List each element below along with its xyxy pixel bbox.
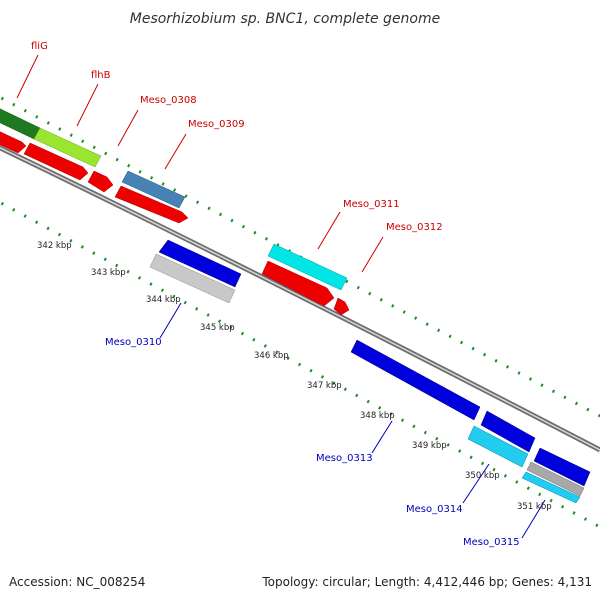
- kbp-label: 350 kbp: [465, 471, 500, 481]
- kbp-label: 347 kbp: [307, 381, 342, 391]
- kbp-scale-labels: 342 kbp 343 kbp 344 kbp 345 kbp 346 kbp …: [37, 241, 552, 512]
- gene-Meso_0310[interactable]: [149, 253, 236, 304]
- label-Meso_0309[interactable]: Meso_0309: [188, 119, 245, 130]
- gene-blue-1[interactable]: [158, 239, 242, 288]
- label-Meso_0308[interactable]: Meso_0308: [140, 95, 197, 106]
- map-title: Mesorhizobium sp. BNC1, complete genome: [130, 11, 441, 27]
- topology-text: Topology: circular; Length: 4,412,446 bp…: [261, 575, 592, 589]
- gene-red-1[interactable]: [0, 127, 27, 154]
- label-fliG[interactable]: fliG: [31, 41, 48, 52]
- label-Meso_0315[interactable]: Meso_0315: [463, 537, 520, 548]
- kbp-label: 343 kbp: [91, 268, 126, 278]
- gene-flhB[interactable]: [33, 127, 102, 168]
- label-Meso_0313[interactable]: Meso_0313: [316, 453, 373, 464]
- gene-Meso_0312[interactable]: [261, 260, 335, 307]
- forward-features: [0, 104, 350, 316]
- reverse-leader-lines: [159, 302, 546, 539]
- gene-fliG[interactable]: [0, 104, 41, 140]
- gene-Meso_0313[interactable]: [350, 339, 481, 421]
- label-Meso_0312[interactable]: Meso_0312: [386, 222, 443, 233]
- forward-gene-labels: fliG flhB Meso_0308 Meso_0309 Meso_0311 …: [31, 41, 443, 233]
- gene-red-small[interactable]: [333, 297, 350, 316]
- kbp-label: 346 kbp: [254, 351, 289, 361]
- gene-blue-4[interactable]: [533, 447, 591, 487]
- gene-blue-3[interactable]: [480, 410, 536, 453]
- reverse-gene-labels: Meso_0310 Meso_0313 Meso_0314 Meso_0315: [105, 337, 520, 548]
- kbp-label: 342 kbp: [37, 241, 72, 251]
- gene-Meso_0309[interactable]: [114, 185, 189, 224]
- gene-Meso_0315[interactable]: [521, 471, 581, 504]
- kbp-label: 349 kbp: [412, 441, 447, 451]
- genome-backbone: [0, 145, 600, 453]
- gene-red-3[interactable]: [87, 170, 114, 193]
- tick-ring-inner: [0, 200, 600, 529]
- reverse-features: [149, 239, 591, 504]
- label-Meso_0311[interactable]: Meso_0311: [343, 199, 400, 210]
- label-flhB[interactable]: flhB: [91, 70, 111, 81]
- gene-Meso_0314[interactable]: [467, 425, 529, 468]
- label-Meso_0314[interactable]: Meso_0314: [406, 504, 463, 515]
- tick-ring-outer: [0, 95, 600, 418]
- gene-Meso_0308[interactable]: [121, 170, 186, 209]
- kbp-label: 351 kbp: [517, 502, 552, 512]
- forward-leader-lines: [16, 54, 384, 273]
- label-Meso_0310[interactable]: Meso_0310: [105, 337, 162, 348]
- gene-grey-2[interactable]: [526, 461, 585, 497]
- gene-Meso_0311[interactable]: [267, 243, 348, 291]
- kbp-label: 344 kbp: [146, 295, 181, 305]
- kbp-label: 345 kbp: [200, 323, 235, 333]
- accession-text: Accession: NC_008254: [9, 575, 145, 589]
- gene-red-2[interactable]: [23, 142, 89, 181]
- kbp-label: 348 kbp: [360, 411, 395, 421]
